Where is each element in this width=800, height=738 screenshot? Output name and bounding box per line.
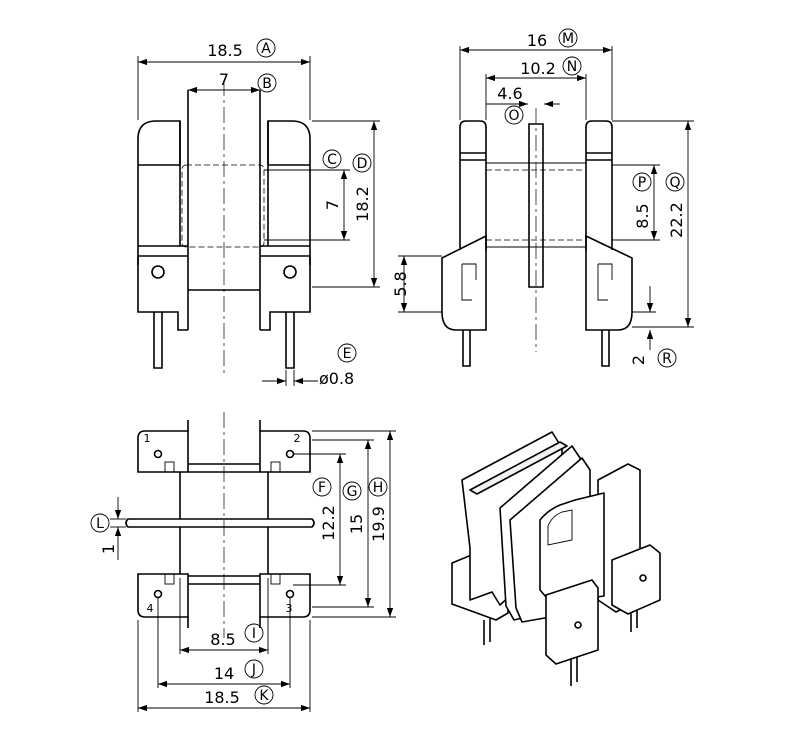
dim-value-p: 8.5	[633, 203, 652, 228]
dim-label-o: O	[508, 108, 519, 124]
dim-value-e: ø0.8	[319, 369, 354, 388]
pin-2-label: 2	[294, 432, 301, 445]
dim-value-c: 7	[323, 200, 342, 210]
front-view	[137, 80, 311, 375]
dim-label-r: R	[662, 351, 672, 367]
dim-label-a: A	[261, 41, 271, 57]
dim-label-g: G	[347, 484, 358, 500]
pin-3-label: 3	[286, 602, 293, 615]
dim-value-f: 12.2	[319, 505, 338, 541]
isometric-view	[451, 431, 661, 686]
dim-value-n: 10.2	[520, 59, 556, 78]
dim-label-h: H	[373, 480, 384, 496]
dim-label-b: B	[262, 76, 272, 92]
side-view-dimensions: 16 M 10.2 N 4.6 O 8.5 P 22.2 Q 5.8	[391, 28, 694, 368]
dim-value-k: 18.5	[204, 688, 240, 707]
dim-value-q: 22.2	[667, 202, 686, 238]
dim-label-j: J	[251, 662, 256, 678]
dim-label-c: C	[327, 152, 337, 168]
dim-value-a: 18.5	[207, 41, 243, 60]
dim-value-b: 7	[219, 70, 229, 89]
dim-label-k: K	[259, 688, 269, 704]
dim-label-q: Q	[669, 175, 680, 191]
side-view	[441, 108, 633, 367]
dim-label-e: E	[343, 346, 352, 362]
dim-label-p: P	[638, 175, 646, 191]
dim-label-i: I	[252, 626, 256, 642]
dim-value-h: 19.9	[369, 506, 388, 542]
dim-value-i: 8.5	[210, 630, 235, 649]
dim-value-d: 18.2	[353, 186, 372, 222]
bottom-view: 1 2 3 4	[125, 412, 315, 638]
dim-value-m: 16	[527, 31, 547, 50]
dim-label-l: L	[96, 516, 104, 532]
dim-label-m: M	[562, 31, 574, 47]
dim-value-o: 4.6	[497, 84, 522, 103]
dim-value-j: 14	[214, 664, 234, 683]
pin-4-label: 4	[147, 602, 154, 615]
dim-label-f: F	[318, 480, 326, 496]
dim-value-r: 2	[629, 355, 648, 365]
bottom-view-dimensions: 12.2 F 15 G 19.9 H 8.5 I 14 J 18.5 K	[90, 430, 396, 712]
dim-value-side-height: 5.8	[391, 271, 410, 296]
dim-value-l: 1	[99, 544, 118, 554]
dim-value-g: 15	[347, 514, 366, 534]
pin-1-label: 1	[144, 432, 151, 445]
dim-label-d: D	[357, 156, 368, 172]
front-view-dimensions: 18.5 A 7 B 7 C 18.2 D ø0.8 E	[137, 38, 380, 388]
dim-label-n: N	[567, 59, 577, 75]
